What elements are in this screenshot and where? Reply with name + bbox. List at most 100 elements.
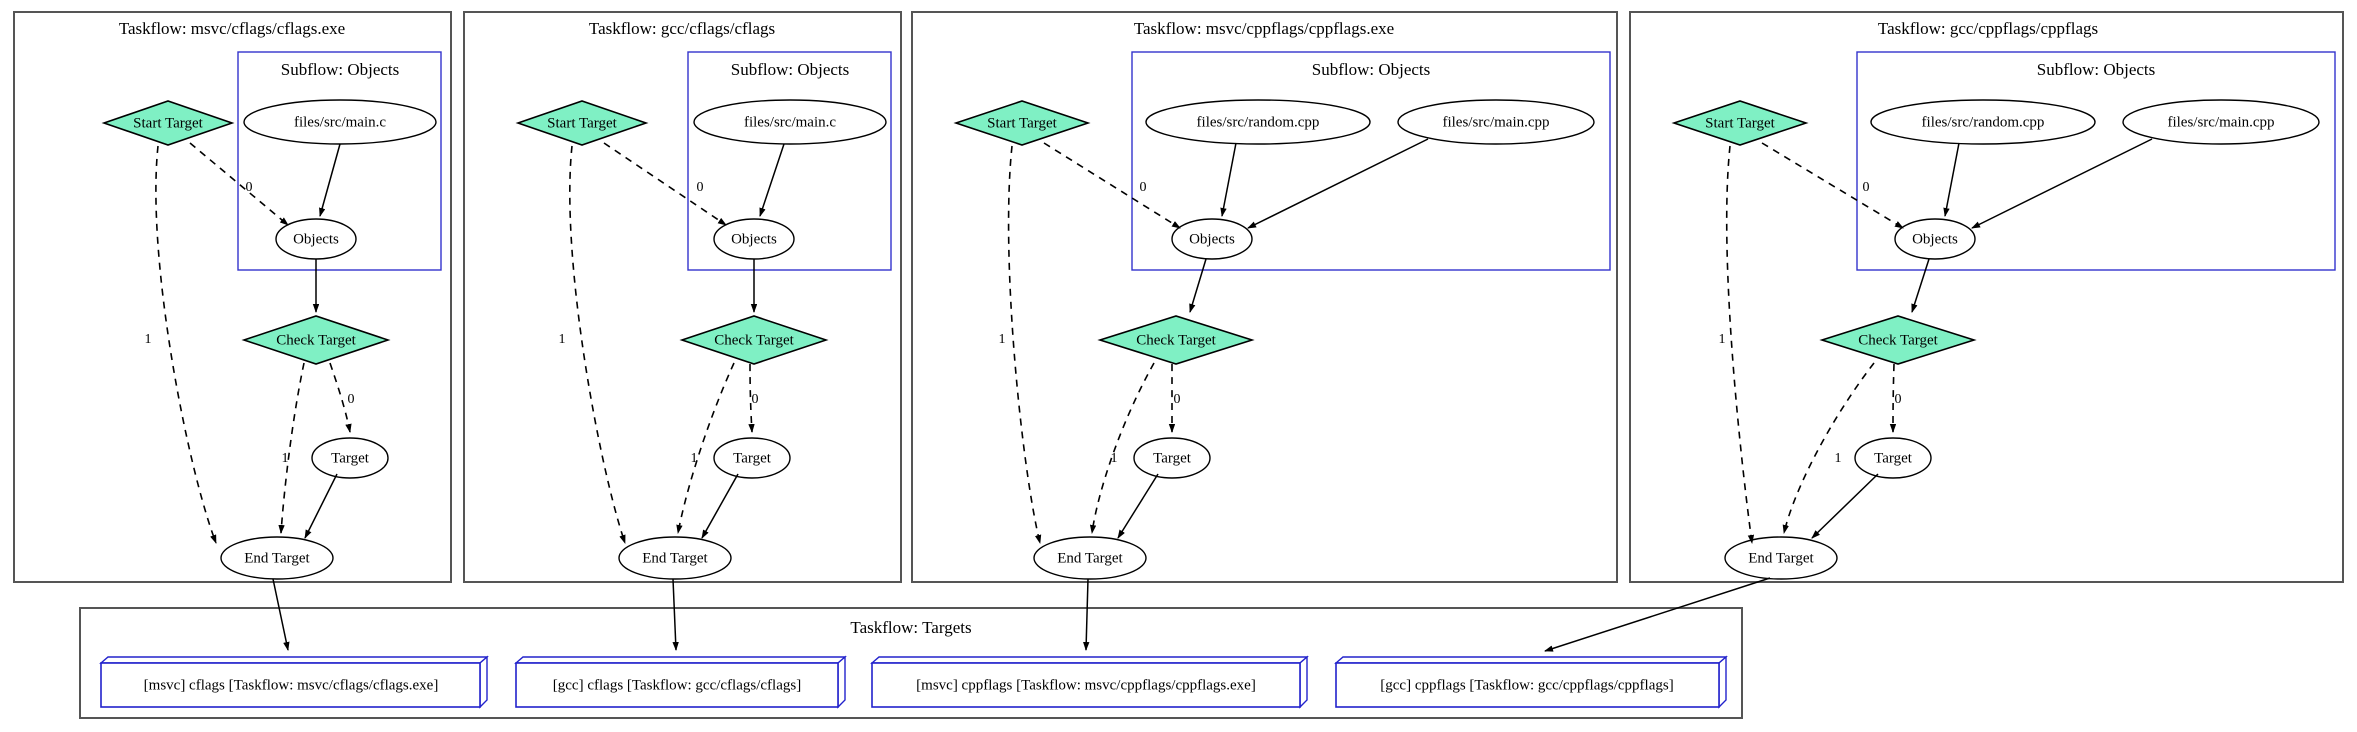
- cluster-1-objects-label: Objects: [731, 231, 777, 247]
- target-box-3[interactable]: [gcc] cppflags [Taskflow: gcc/cppflags/c…: [1334, 655, 1728, 709]
- cluster-0-check-target-node[interactable]: [241, 315, 391, 365]
- edge-end1-to-box1: [672, 578, 679, 651]
- cluster-2-edge-file1-objects: [1247, 138, 1429, 229]
- cluster-3-start-target-label: Start Target: [1705, 115, 1775, 131]
- edge-end0-to-box0: [272, 578, 290, 651]
- taskflow-cluster-2: Taskflow: msvc/cppflags/cppflags.exe Sub…: [911, 11, 1618, 583]
- cluster-0-end-target-node[interactable]: [220, 536, 334, 580]
- cluster-2-edgelabel-start-objects: 0: [1140, 180, 1147, 195]
- cluster-0-edge-target-end: [304, 473, 338, 539]
- cluster-3-check-target-node[interactable]: [1819, 315, 1977, 365]
- cluster-0-edge-start-end: [155, 145, 217, 544]
- cluster-2-file-node-1[interactable]: [1397, 99, 1595, 145]
- cluster-1-edge-target-end: [701, 473, 739, 539]
- cluster-3-edge-objects-check: [1911, 258, 1930, 313]
- cluster-0-target-label: Target: [331, 450, 370, 466]
- cluster-2-edge-target-end: [1117, 473, 1159, 539]
- target-box-2[interactable]: [msvc] cppflags [Taskflow: msvc/cppflags…: [870, 655, 1309, 709]
- cluster-2-check-target-label: Check Target: [1136, 332, 1216, 348]
- target-box-label-3: [gcc] cppflags [Taskflow: gcc/cppflags/c…: [1380, 677, 1673, 693]
- cluster-0-target-node[interactable]: [311, 437, 389, 479]
- cluster-1-target-label: Target: [733, 450, 772, 466]
- cluster-3-end-target-label: End Target: [1748, 550, 1814, 566]
- cluster-3-edge-check-end: [1782, 362, 1875, 534]
- cluster-2-edgelabel-check-target: 0: [1174, 392, 1181, 407]
- cluster-1-check-target-label: Check Target: [714, 332, 794, 348]
- cluster-3-subflow-title: Subflow: Objects: [2037, 60, 2156, 79]
- cluster-1-edgelabel-check-target: 0: [752, 392, 759, 407]
- cluster-2-check-target-node[interactable]: [1097, 315, 1255, 365]
- cluster-3-file-label-1: files/src/main.cpp: [2167, 114, 2274, 130]
- cluster-3-edgelabel-check-target: 0: [1895, 392, 1902, 407]
- cluster-2-edge-file0-objects: [1220, 142, 1237, 217]
- cluster-3-start-target-node[interactable]: [1671, 100, 1809, 146]
- cluster-2-file-label-0: files/src/random.cpp: [1197, 114, 1320, 130]
- cluster-2-objects-node[interactable]: [1171, 218, 1253, 260]
- cluster-0-edge-file0-objects: [319, 143, 341, 217]
- cluster-3-edge-file0-objects: [1943, 142, 1960, 217]
- cluster-0-edgelabel-check-target: 0: [348, 392, 355, 407]
- cluster-0-start-target-label: Start Target: [133, 115, 203, 131]
- cluster-2-objects-label: Objects: [1189, 231, 1235, 247]
- cluster-3-edge-start-end: [1725, 145, 1755, 544]
- cluster-0-edge-check-end: [278, 362, 305, 534]
- cluster-1-start-target-label: Start Target: [547, 115, 617, 131]
- targets-cluster-title: Taskflow: Targets: [850, 618, 971, 637]
- cluster-1-edge-file0-objects: [759, 143, 785, 217]
- cluster-0-edge-start-objects: [189, 142, 289, 226]
- cluster-1-edgelabel-check-end: 1: [691, 451, 698, 466]
- cluster-2-file-label-1: files/src/main.cpp: [1442, 114, 1549, 130]
- cluster-2-end-target-label: End Target: [1057, 550, 1123, 566]
- cluster-1-target-node[interactable]: [713, 437, 791, 479]
- cluster-2-start-target-label: Start Target: [987, 115, 1057, 131]
- edge-end2-to-box2: [1083, 578, 1090, 651]
- cluster-0-edge-check-target: [329, 362, 352, 433]
- cluster-3-edge-check-target: [1889, 363, 1897, 433]
- taskflow-cluster-1: Taskflow: gcc/cflags/cflags Subflow: Obj…: [463, 11, 902, 583]
- cluster-1-edgelabel-start-end: 1: [559, 332, 566, 347]
- cluster-1-start-target-node[interactable]: [515, 100, 649, 146]
- cluster-0-edgelabel-start-objects: 0: [246, 180, 253, 195]
- cluster-3-target-node[interactable]: [1854, 437, 1932, 479]
- cluster-0-edgelabel-check-end: 1: [282, 451, 289, 466]
- cluster-2-file-node-0[interactable]: [1145, 99, 1371, 145]
- cluster-1-subflow-title: Subflow: Objects: [731, 60, 850, 79]
- cluster-2-edge-start-objects: [1043, 142, 1181, 229]
- cluster-1-edge-check-target: [748, 363, 755, 433]
- cluster-3-file-node-0[interactable]: [1870, 99, 2096, 145]
- cluster-2-edgelabel-start-end: 1: [999, 332, 1006, 347]
- cluster-2-target-node[interactable]: [1133, 437, 1211, 479]
- cluster-3-objects-label: Objects: [1912, 231, 1958, 247]
- cluster-1-end-target-node[interactable]: [618, 536, 732, 580]
- cluster-1-edge-start-objects: [603, 142, 727, 226]
- cluster-2-edge-start-end: [1007, 145, 1042, 544]
- cluster-0-file-label-0: files/src/main.c: [294, 114, 386, 130]
- cluster-1-title: Taskflow: gcc/cflags/cflags: [589, 19, 775, 38]
- taskflow-cluster-0: Taskflow: msvc/cflags/cflags.exe Subflow…: [13, 11, 452, 583]
- cluster-3-check-target-label: Check Target: [1858, 332, 1938, 348]
- cluster-3-file-label-0: files/src/random.cpp: [1922, 114, 2045, 130]
- cluster-0-objects-label: Objects: [293, 231, 339, 247]
- cluster-2-title: Taskflow: msvc/cppflags/cppflags.exe: [1134, 19, 1394, 38]
- cluster-2-start-target-node[interactable]: [953, 100, 1091, 146]
- taskflow-cluster-3: Taskflow: gcc/cppflags/cppflags Subflow:…: [1629, 11, 2344, 583]
- cluster-3-edge-start-objects: [1761, 142, 1904, 229]
- cluster-3-file-node-1[interactable]: [2122, 99, 2320, 145]
- cluster-2-end-target-node[interactable]: [1033, 536, 1147, 580]
- cluster-1-file-node-0[interactable]: [693, 99, 887, 145]
- target-box-1[interactable]: [gcc] cflags [Taskflow: gcc/cflags/cflag…: [514, 655, 847, 709]
- cluster-0-subflow-title: Subflow: Objects: [281, 60, 400, 79]
- target-box-0[interactable]: [msvc] cflags [Taskflow: msvc/cflags/cfl…: [99, 655, 489, 709]
- cluster-3-edgelabel-start-objects: 0: [1863, 180, 1870, 195]
- cluster-2-edge-objects-check: [1189, 258, 1207, 313]
- cluster-2-subflow-title: Subflow: Objects: [1312, 60, 1431, 79]
- cluster-1-check-target-node[interactable]: [679, 315, 829, 365]
- cluster-0-start-target-node[interactable]: [101, 100, 235, 146]
- cluster-0-title: Taskflow: msvc/cflags/cflags.exe: [119, 19, 345, 38]
- cluster-1-file-label-0: files/src/main.c: [744, 114, 836, 130]
- cluster-1-end-target-label: End Target: [642, 550, 708, 566]
- cluster-3-objects-node[interactable]: [1894, 218, 1976, 260]
- cluster-0-check-target-label: Check Target: [276, 332, 356, 348]
- cluster-3-end-target-node[interactable]: [1724, 536, 1838, 580]
